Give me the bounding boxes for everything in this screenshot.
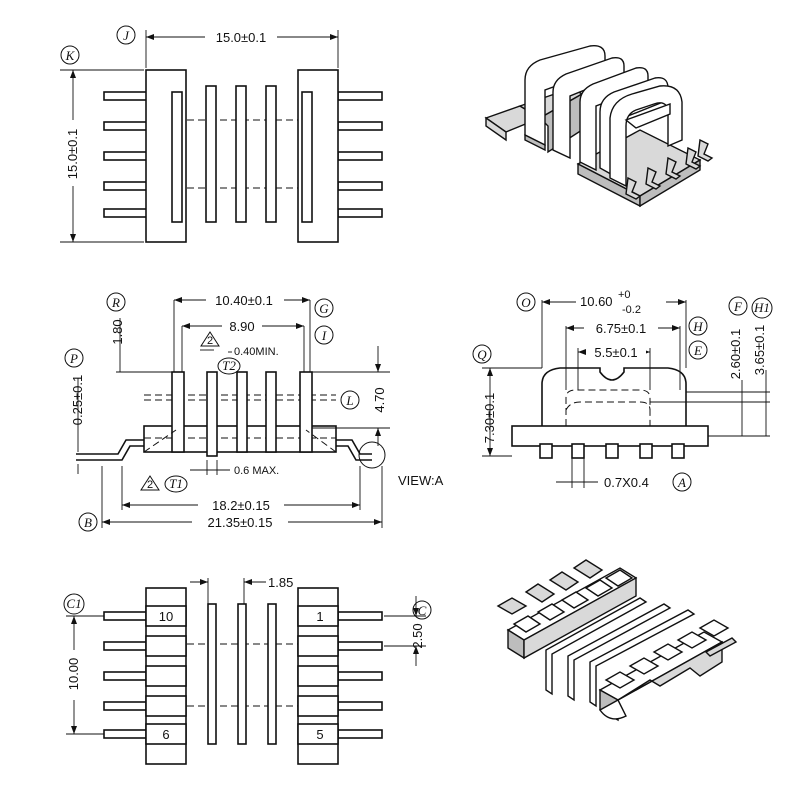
label-c1: C1 xyxy=(66,596,81,611)
pin-number-1: 1 xyxy=(316,609,323,624)
front-view-a-dim: 0.7X0.4 xyxy=(604,475,649,490)
label-o: O xyxy=(521,295,531,310)
label-p: P xyxy=(69,351,78,366)
top-view-left-pins xyxy=(103,91,149,218)
side-view-flange-dim: 10.40±0.1 xyxy=(215,293,273,308)
front-view-o-tol-upper: +0 xyxy=(618,289,631,301)
label-t1: T1 xyxy=(169,476,183,491)
side-view-gap-dim: 0.40MIN. xyxy=(234,346,279,358)
front-view-q-dim: 7.30±0.1 xyxy=(482,393,497,444)
front-view: 10.60 +0 -0.2 O 6.75±0.1 5.5±0.1 F H1 H … xyxy=(472,289,773,492)
front-view-h1-dim: 3.65±0.1 xyxy=(752,325,767,376)
front-view-e-dim: 5.5±0.1 xyxy=(594,345,637,360)
side-view-height-dim: 4.70 xyxy=(372,387,387,412)
label-c: C xyxy=(418,603,427,618)
side-view-inner-dim: 8.90 xyxy=(229,319,254,334)
side-view-pin-width-dim: 0.6 MAX. xyxy=(234,465,279,477)
label-a: A xyxy=(677,475,686,490)
label-e: E xyxy=(693,343,702,358)
front-view-o-tol-lower: -0.2 xyxy=(622,304,641,316)
bottom-view: 10 1 6 5 1.85 2.50 C 10.00 C1 xyxy=(63,575,432,765)
label-q: Q xyxy=(477,347,487,362)
label-f: F xyxy=(733,299,743,314)
front-view-h-dim: 6.75±0.1 xyxy=(596,321,647,336)
top-view-fin xyxy=(235,85,247,223)
top-view-fin xyxy=(265,85,277,223)
side-view: 10.40±0.1 8.90 2 0.40MIN. T2 1.80 R G I … xyxy=(64,292,444,532)
view-a-label: VIEW:A xyxy=(398,473,444,488)
side-view-fin xyxy=(206,371,218,457)
top-view-width-dim: 15.0±0.1 xyxy=(216,30,267,45)
bottom-view-c1-dim: 10.00 xyxy=(66,658,81,691)
bottom-view-left-pins xyxy=(103,611,149,739)
pin-number-10: 10 xyxy=(159,609,173,624)
side-view-triangle-mark-2: 2 xyxy=(147,479,153,491)
label-g: G xyxy=(319,301,329,316)
side-view-pitch-span-dim: 18.2±0.15 xyxy=(212,498,270,513)
pin-number-5: 5 xyxy=(316,727,323,742)
top-view-height-dim: 15.0±0.1 xyxy=(65,129,80,180)
bottom-view-right-pins xyxy=(337,611,383,739)
front-view-o-dim: 10.60 xyxy=(580,294,613,309)
label-r: R xyxy=(111,295,120,310)
label-l: L xyxy=(345,393,353,408)
label-h1: H1 xyxy=(753,300,770,315)
isometric-top-view xyxy=(484,45,714,208)
side-view-fin xyxy=(265,371,277,453)
isometric-bottom-view xyxy=(496,559,738,722)
label-b: B xyxy=(84,515,92,530)
label-h: H xyxy=(692,319,703,334)
top-view: 15.0±0.1 J 15.0±0.1 K xyxy=(60,25,383,243)
bottom-view-c-dim: 2.50 xyxy=(410,623,425,648)
side-view-triangle-mark: 2 xyxy=(207,335,213,347)
label-t2: T2 xyxy=(222,358,236,373)
side-view-r-dim: 1.80 xyxy=(110,319,125,344)
side-view-total-dim: 21.35±0.15 xyxy=(208,515,273,530)
label-j: J xyxy=(123,28,130,43)
pin-number-6: 6 xyxy=(162,727,169,742)
label-k: K xyxy=(65,48,76,63)
side-view-fin xyxy=(236,371,248,453)
bottom-view-fin-gap-dim: 1.85 xyxy=(268,575,293,590)
top-view-fin xyxy=(205,85,217,223)
front-view-f-dim: 2.60±0.1 xyxy=(728,329,743,380)
top-view-right-pins xyxy=(337,91,383,218)
front-view-base xyxy=(511,425,709,447)
side-view-p-dim: 0.25±0.1 xyxy=(70,375,85,426)
label-i: I xyxy=(321,328,327,343)
